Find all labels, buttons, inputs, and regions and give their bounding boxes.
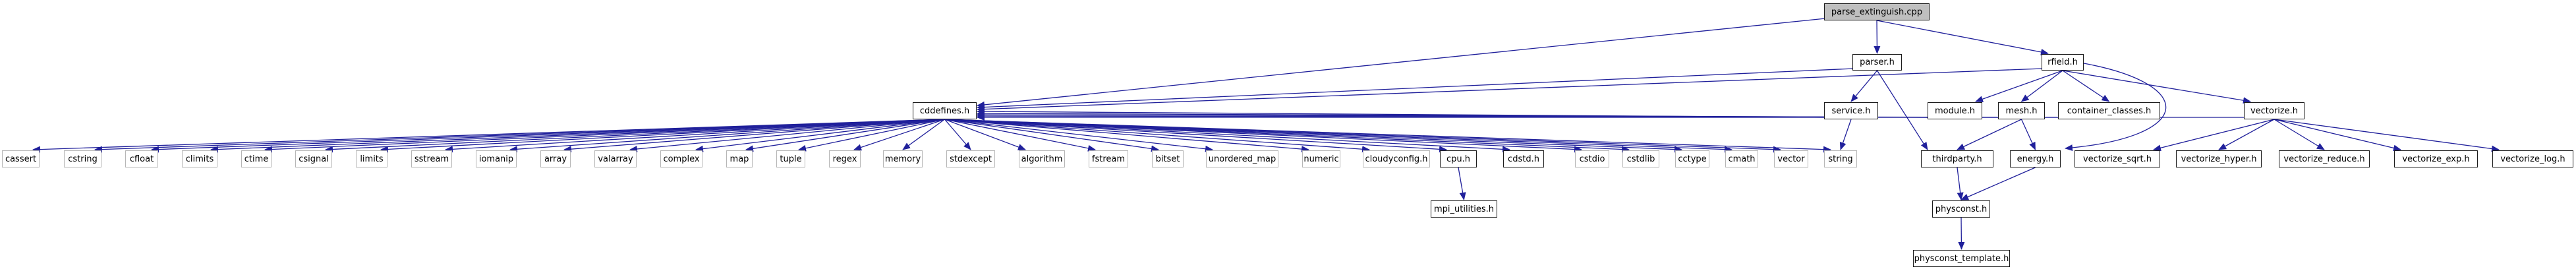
node-cloudyconfig-h: cloudyconfig.h xyxy=(1363,150,1430,167)
edge xyxy=(264,119,945,153)
node-module-h[interactable]: module.h xyxy=(1928,102,1982,119)
edge xyxy=(380,119,945,153)
node-ctime: ctime xyxy=(241,150,272,167)
edge xyxy=(1876,70,1928,150)
node-thirdparty-h[interactable]: thirdparty.h xyxy=(1921,150,1993,167)
node-cddefines-h[interactable]: cddefines.h xyxy=(913,102,977,119)
node-energy-h[interactable]: energy.h xyxy=(2010,150,2061,167)
node-cassert: cassert xyxy=(2,150,40,167)
edge xyxy=(944,119,1447,153)
edge xyxy=(1975,70,2063,103)
node-complex: complex xyxy=(660,150,702,167)
edge xyxy=(944,119,1213,152)
edge xyxy=(2274,119,2325,150)
node-parse-extinguish-cpp: parse_extinguish.cpp xyxy=(1824,3,1930,20)
node-vectorize-reduce-h[interactable]: vectorize_reduce.h xyxy=(2279,150,2370,167)
edge xyxy=(944,119,1096,152)
edge xyxy=(902,119,945,150)
edge xyxy=(944,119,1831,153)
edge xyxy=(977,68,2044,113)
node-vector: vector xyxy=(1774,150,1808,167)
edge xyxy=(944,119,1510,153)
node-cctype: cctype xyxy=(1675,150,1709,167)
edge xyxy=(695,119,945,152)
node-algorithm: algorithm xyxy=(1019,150,1065,167)
edge xyxy=(629,119,945,152)
edge xyxy=(977,68,1854,111)
node-stdexcept: stdexcept xyxy=(946,150,995,167)
edge xyxy=(944,119,971,150)
node-valarray: valarray xyxy=(594,150,637,167)
edge xyxy=(2062,70,2110,102)
edge xyxy=(2020,119,2036,150)
edge xyxy=(1961,167,2036,200)
node-unordered-map: unordered_map xyxy=(1206,150,1278,167)
node-vectorize-sqrt-h[interactable]: vectorize_sqrt.h xyxy=(2075,150,2160,167)
node-rfield-h[interactable]: rfield.h xyxy=(2042,54,2084,71)
edge xyxy=(944,119,1309,153)
edge xyxy=(1958,217,1965,250)
node-vectorize-log-h[interactable]: vectorize_log.h xyxy=(2492,150,2573,167)
node-cfloat: cfloat xyxy=(125,150,158,167)
node-cstdio: cstdio xyxy=(1575,150,1609,167)
node-cstdlib: cstdlib xyxy=(1622,150,1659,167)
node-mpi-utilities-h[interactable]: mpi_utilities.h xyxy=(1431,200,1497,218)
node-mesh-h[interactable]: mesh.h xyxy=(1998,102,2045,119)
edge xyxy=(2274,119,2401,152)
edge xyxy=(325,119,945,153)
edge xyxy=(2020,70,2063,102)
edge xyxy=(1957,119,2022,150)
node-service-h[interactable]: service.h xyxy=(1824,102,1878,119)
node-physconst-h[interactable]: physconst.h xyxy=(1932,200,1990,218)
node-cmath: cmath xyxy=(1725,150,1758,167)
node-cstring: cstring xyxy=(64,150,101,167)
edge xyxy=(745,119,945,152)
edge xyxy=(1839,119,1852,150)
edge xyxy=(563,119,945,153)
edge xyxy=(2062,70,2251,104)
node-iomanip: iomanip xyxy=(476,150,517,167)
edge xyxy=(1850,70,1877,102)
node-parser-h[interactable]: parser.h xyxy=(1852,54,1902,71)
node-numeric: numeric xyxy=(1302,150,1340,167)
edge xyxy=(944,119,1159,152)
node-vectorize-exp-h[interactable]: vectorize_exp.h xyxy=(2394,150,2478,167)
node-array: array xyxy=(540,150,571,167)
edge xyxy=(798,119,945,152)
node-fstream: fstream xyxy=(1089,150,1128,167)
edge xyxy=(2065,63,2167,152)
node-cpu-h[interactable]: cpu.h xyxy=(1440,150,1477,167)
node-regex: regex xyxy=(829,150,861,167)
edge xyxy=(2218,119,2275,150)
edge xyxy=(2153,119,2275,152)
node-physconst-template-h[interactable]: physconst_template.h xyxy=(1913,250,2010,267)
edge xyxy=(977,18,1826,108)
edge xyxy=(445,119,945,153)
node-vectorize-hyper-h[interactable]: vectorize_hyper.h xyxy=(2176,150,2262,167)
edge xyxy=(509,119,945,153)
node-cdstd-h[interactable]: cdstd.h xyxy=(1503,150,1544,167)
edge xyxy=(944,119,1370,153)
edge xyxy=(853,119,945,151)
node-map: map xyxy=(726,150,753,167)
edge xyxy=(1458,167,1466,200)
node-csignal: csignal xyxy=(295,150,332,167)
node-container-classes-h[interactable]: container_classes.h xyxy=(2058,102,2160,119)
node-bitset: bitset xyxy=(1152,150,1184,167)
edge xyxy=(1876,20,2049,55)
node-climits: climits xyxy=(182,150,217,167)
node-tuple: tuple xyxy=(776,150,805,167)
edge xyxy=(2274,119,2500,152)
node-memory: memory xyxy=(883,150,923,167)
edge xyxy=(944,119,1026,150)
node-sstream: sstream xyxy=(411,150,452,167)
node-vectorize-h[interactable]: vectorize.h xyxy=(2244,102,2304,119)
node-string: string xyxy=(1824,150,1857,167)
node-limits: limits xyxy=(356,150,387,167)
edge xyxy=(1957,167,1964,200)
